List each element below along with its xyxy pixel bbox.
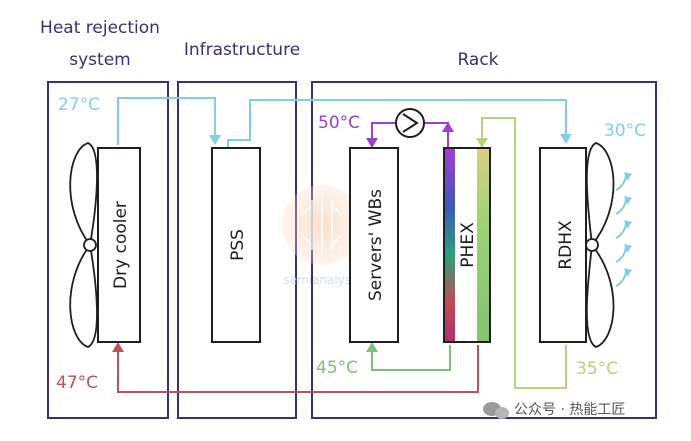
arrow-into-dry-cooler	[112, 342, 124, 352]
arrow-into-phex-top	[476, 138, 488, 148]
airflow-arrowheads	[624, 172, 632, 277]
cooled-return-pipe	[371, 345, 451, 371]
heat-rejection-title: Heat rejection	[40, 18, 160, 38]
arrow-into-servers	[366, 138, 378, 148]
airflow-arrows	[615, 175, 627, 287]
watermark-logo	[282, 185, 362, 265]
temp-50c: 50°C	[318, 113, 360, 133]
infrastructure-title: Infrastructure	[184, 40, 300, 60]
rdhx-unit: RDHX	[539, 142, 615, 348]
rdhx-label: RDHX	[556, 220, 576, 270]
temp-30c: 30°C	[604, 121, 646, 141]
phex-label: PHEX	[458, 222, 478, 268]
rack-title: Rack	[457, 50, 498, 70]
temp-27c: 27°C	[58, 95, 100, 115]
warm-return-pipe	[117, 345, 479, 393]
arrow-into-pss	[209, 135, 221, 145]
caption-text: 公众号 · 热能工匠	[514, 402, 625, 418]
temp-35c: 35°C	[576, 359, 618, 379]
pss-label: PSS	[228, 229, 248, 261]
watermark-site: semianalysis	[283, 273, 360, 287]
wechat-icon	[483, 402, 509, 419]
arrow-into-rdhx	[560, 134, 572, 144]
cool-supply-pipe	[117, 97, 567, 150]
pss-unit: PSS	[211, 147, 261, 343]
heat-rejection-title-line2: system	[69, 50, 130, 70]
arrow-into-servers-bottom	[366, 342, 378, 352]
arrow-into-phex	[442, 122, 454, 132]
pump-icon	[395, 108, 425, 138]
temp-47c: 47°C	[56, 373, 98, 393]
servers-wbs: Servers' WBs	[349, 147, 399, 343]
dry-cooler-label: Dry cooler	[111, 201, 131, 289]
servers-wbs-label: Servers' WBs	[366, 189, 386, 301]
heat-rejection-frame	[47, 81, 169, 419]
phex-unit: PHEX	[443, 147, 491, 343]
rdhx-return-pipe	[481, 117, 567, 389]
dry-cooler: Dry cooler	[69, 142, 141, 348]
temp-45c: 45°C	[316, 358, 358, 378]
